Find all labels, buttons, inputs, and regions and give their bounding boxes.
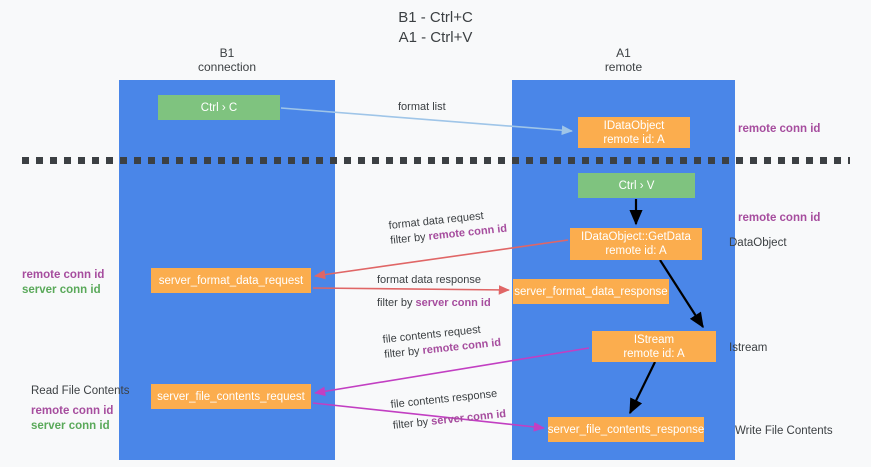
annotation-remote-conn-id-top: remote conn id	[738, 123, 821, 135]
filter-prefix: filter by	[389, 230, 430, 247]
edge-label-format-list: format list	[398, 100, 446, 115]
page-title: B1 - Ctrl+C A1 - Ctrl+V	[0, 8, 871, 48]
edge-label-format-list-text: format list	[398, 101, 446, 113]
node-idataobject-getdata[interactable]: IDataObject::GetData remote id: A	[570, 228, 702, 260]
column-header-a1-name: A1	[616, 46, 631, 60]
node-istream[interactable]: IStream remote id: A	[592, 331, 716, 362]
annotation-write-file-contents: Write File Contents	[735, 425, 833, 437]
annotation-left-conn-ids-top: remote conn id server conn id	[22, 268, 104, 298]
node-ctrl-v[interactable]: Ctrl › V	[578, 173, 695, 198]
node-server-file-contents-response-label: server_file_contents_response	[547, 423, 705, 436]
edge-label-format-data-request: format data request filter by remote con…	[388, 207, 508, 249]
column-header-b1-name: B1	[219, 46, 235, 60]
annotation-istream: Istream	[729, 342, 768, 354]
annotation-left-server-conn-id-b: server conn id	[31, 420, 110, 432]
node-idataobject-line2: remote id: A	[603, 133, 665, 146]
node-server-format-data-request-label: server_format_data_request	[158, 274, 304, 287]
column-header-b1-sub: connection	[197, 60, 257, 74]
column-header-a1-sub: remote	[604, 60, 643, 74]
filter-key-server-conn-id: server conn id	[415, 297, 491, 309]
node-getdata-line2: remote id: A	[605, 245, 667, 257]
annotation-read-file-contents: Read File Contents	[31, 385, 130, 397]
annotation-left-remote-conn-id-b: remote conn id	[31, 405, 114, 417]
node-idataobject-line1: IDataObject	[603, 119, 665, 132]
annotation-left-remote-conn-id-a: remote conn id	[22, 269, 105, 281]
edge-label-format-data-response: format data response filter by server co…	[377, 273, 491, 311]
column-header-b1: B1 connection	[119, 46, 335, 74]
edge-label-file-contents-request: file contents request filter by remote c…	[382, 321, 502, 363]
node-getdata-line1: IDataObject::GetData	[581, 231, 691, 243]
node-server-file-contents-request[interactable]: server_file_contents_request	[151, 384, 311, 409]
title-line-1: B1 - Ctrl+C	[398, 9, 473, 26]
filter-prefix: filter by	[377, 297, 416, 309]
edge-label-format-data-response-line2: filter by server conn id	[377, 296, 491, 311]
node-idataobject[interactable]: IDataObject remote id: A	[578, 117, 690, 148]
node-server-format-data-request[interactable]: server_format_data_request	[151, 268, 311, 293]
annotation-dataobject: DataObject	[729, 237, 787, 249]
node-server-file-contents-request-label: server_file_contents_request	[157, 390, 305, 403]
column-header-a1: A1 remote	[512, 46, 735, 74]
filter-prefix: filter by	[392, 415, 432, 432]
edge-label-format-data-response-line1: format data response	[377, 274, 481, 286]
annotation-left-conn-ids-bottom: Read File Contents remote conn id server…	[31, 384, 129, 434]
node-ctrl-c[interactable]: Ctrl › C	[158, 95, 280, 120]
phase-divider	[22, 157, 850, 164]
title-line-2: A1 - Ctrl+V	[398, 29, 473, 46]
node-ctrl-v-label: Ctrl › V	[618, 179, 655, 192]
node-server-file-contents-response[interactable]: server_file_contents_response	[548, 417, 704, 442]
filter-prefix: filter by	[383, 344, 424, 361]
annotation-remote-conn-id-mid: remote conn id	[738, 212, 821, 224]
node-ctrl-c-label: Ctrl › C	[200, 101, 238, 114]
node-istream-line1: IStream	[633, 333, 675, 346]
edge-label-file-contents-response: file contents response filter by server …	[390, 386, 507, 434]
node-server-format-data-response-label: server_format_data_response	[514, 285, 668, 298]
annotation-left-server-conn-id-a: server conn id	[22, 284, 101, 296]
filter-key-server-conn-id: server conn id	[430, 407, 507, 428]
node-server-format-data-response[interactable]: server_format_data_response	[513, 279, 669, 304]
node-istream-line2: remote id: A	[623, 347, 685, 360]
